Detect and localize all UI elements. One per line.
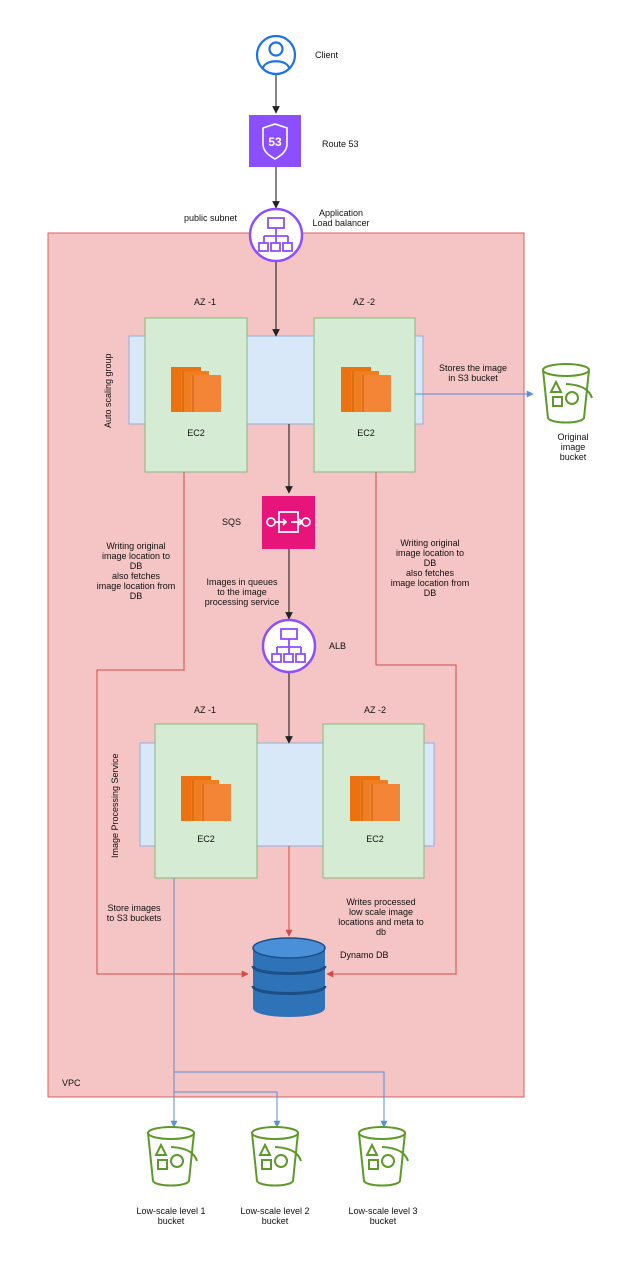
dynamodb-icon <box>251 937 327 1017</box>
asg-bottom-label: Image Processing Service <box>110 753 120 858</box>
load-balancer-icon <box>248 207 304 263</box>
alb-top-label: Application Load balancer <box>312 208 370 228</box>
writing-left-annotation: Writing original image location to DB al… <box>96 541 176 601</box>
writes-processed-annotation: Writes processed low scale image locatio… <box>338 897 424 937</box>
load-balancer-icon-mid <box>261 618 317 674</box>
db-connectors <box>96 472 457 978</box>
ec2-icon-4 <box>350 776 400 821</box>
client-label: Client <box>315 50 339 60</box>
route53-label: Route 53 <box>322 139 359 149</box>
s3-bucket-icon-low3 <box>358 1126 409 1187</box>
writing-right-annotation: Writing original image location to DB al… <box>390 538 470 598</box>
ec2-label-1: EC2 <box>187 428 205 438</box>
s3-bucket-icon-low1 <box>147 1126 198 1187</box>
images-in-queues-annotation: Images in queues to the image processing… <box>204 577 280 607</box>
route53-shield-icon: 53 <box>249 115 301 167</box>
public-subnet-label: public subnet <box>184 213 238 223</box>
az2-top-label: AZ -2 <box>353 297 376 307</box>
sqs-queue-icon <box>262 496 315 549</box>
ec2-label-2: EC2 <box>357 428 375 438</box>
low-scale-2-label: Low-scale level 2 bucket <box>240 1206 310 1226</box>
s3-connectors <box>170 390 534 1128</box>
s3-bucket-icon-low2 <box>251 1126 302 1187</box>
route53-badge-text: 53 <box>268 135 282 149</box>
vpc-label: VPC <box>62 1078 81 1088</box>
ec2-label-3: EC2 <box>197 834 215 844</box>
az1-top-label: AZ -1 <box>194 297 217 307</box>
asg-top-label: Auto scaling group <box>103 353 113 428</box>
flow-connectors <box>272 75 293 744</box>
ec2-icon-1 <box>171 367 221 412</box>
az2-bottom-label: AZ -2 <box>364 705 387 715</box>
stores-image-annotation: Stores the image in S3 bucket <box>438 363 508 383</box>
dynamo-label: Dynamo DB <box>340 950 389 960</box>
low-scale-1-label: Low-scale level 1 bucket <box>136 1206 206 1226</box>
ec2-icon-3 <box>181 776 231 821</box>
ec2-label-4: EC2 <box>366 834 384 844</box>
store-images-annotation: Store images to S3 buckets <box>106 903 162 923</box>
user-icon <box>255 34 297 76</box>
az1-bottom-label: AZ -1 <box>194 705 217 715</box>
alb-mid-label: ALB <box>329 641 347 651</box>
low-scale-3-label: Low-scale level 3 bucket <box>348 1206 418 1226</box>
s3-bucket-icon-original <box>542 363 593 424</box>
ec2-icon-2 <box>341 367 391 412</box>
original-bucket-label: Original image bucket <box>557 432 589 462</box>
sqs-label: SQS <box>222 517 242 527</box>
